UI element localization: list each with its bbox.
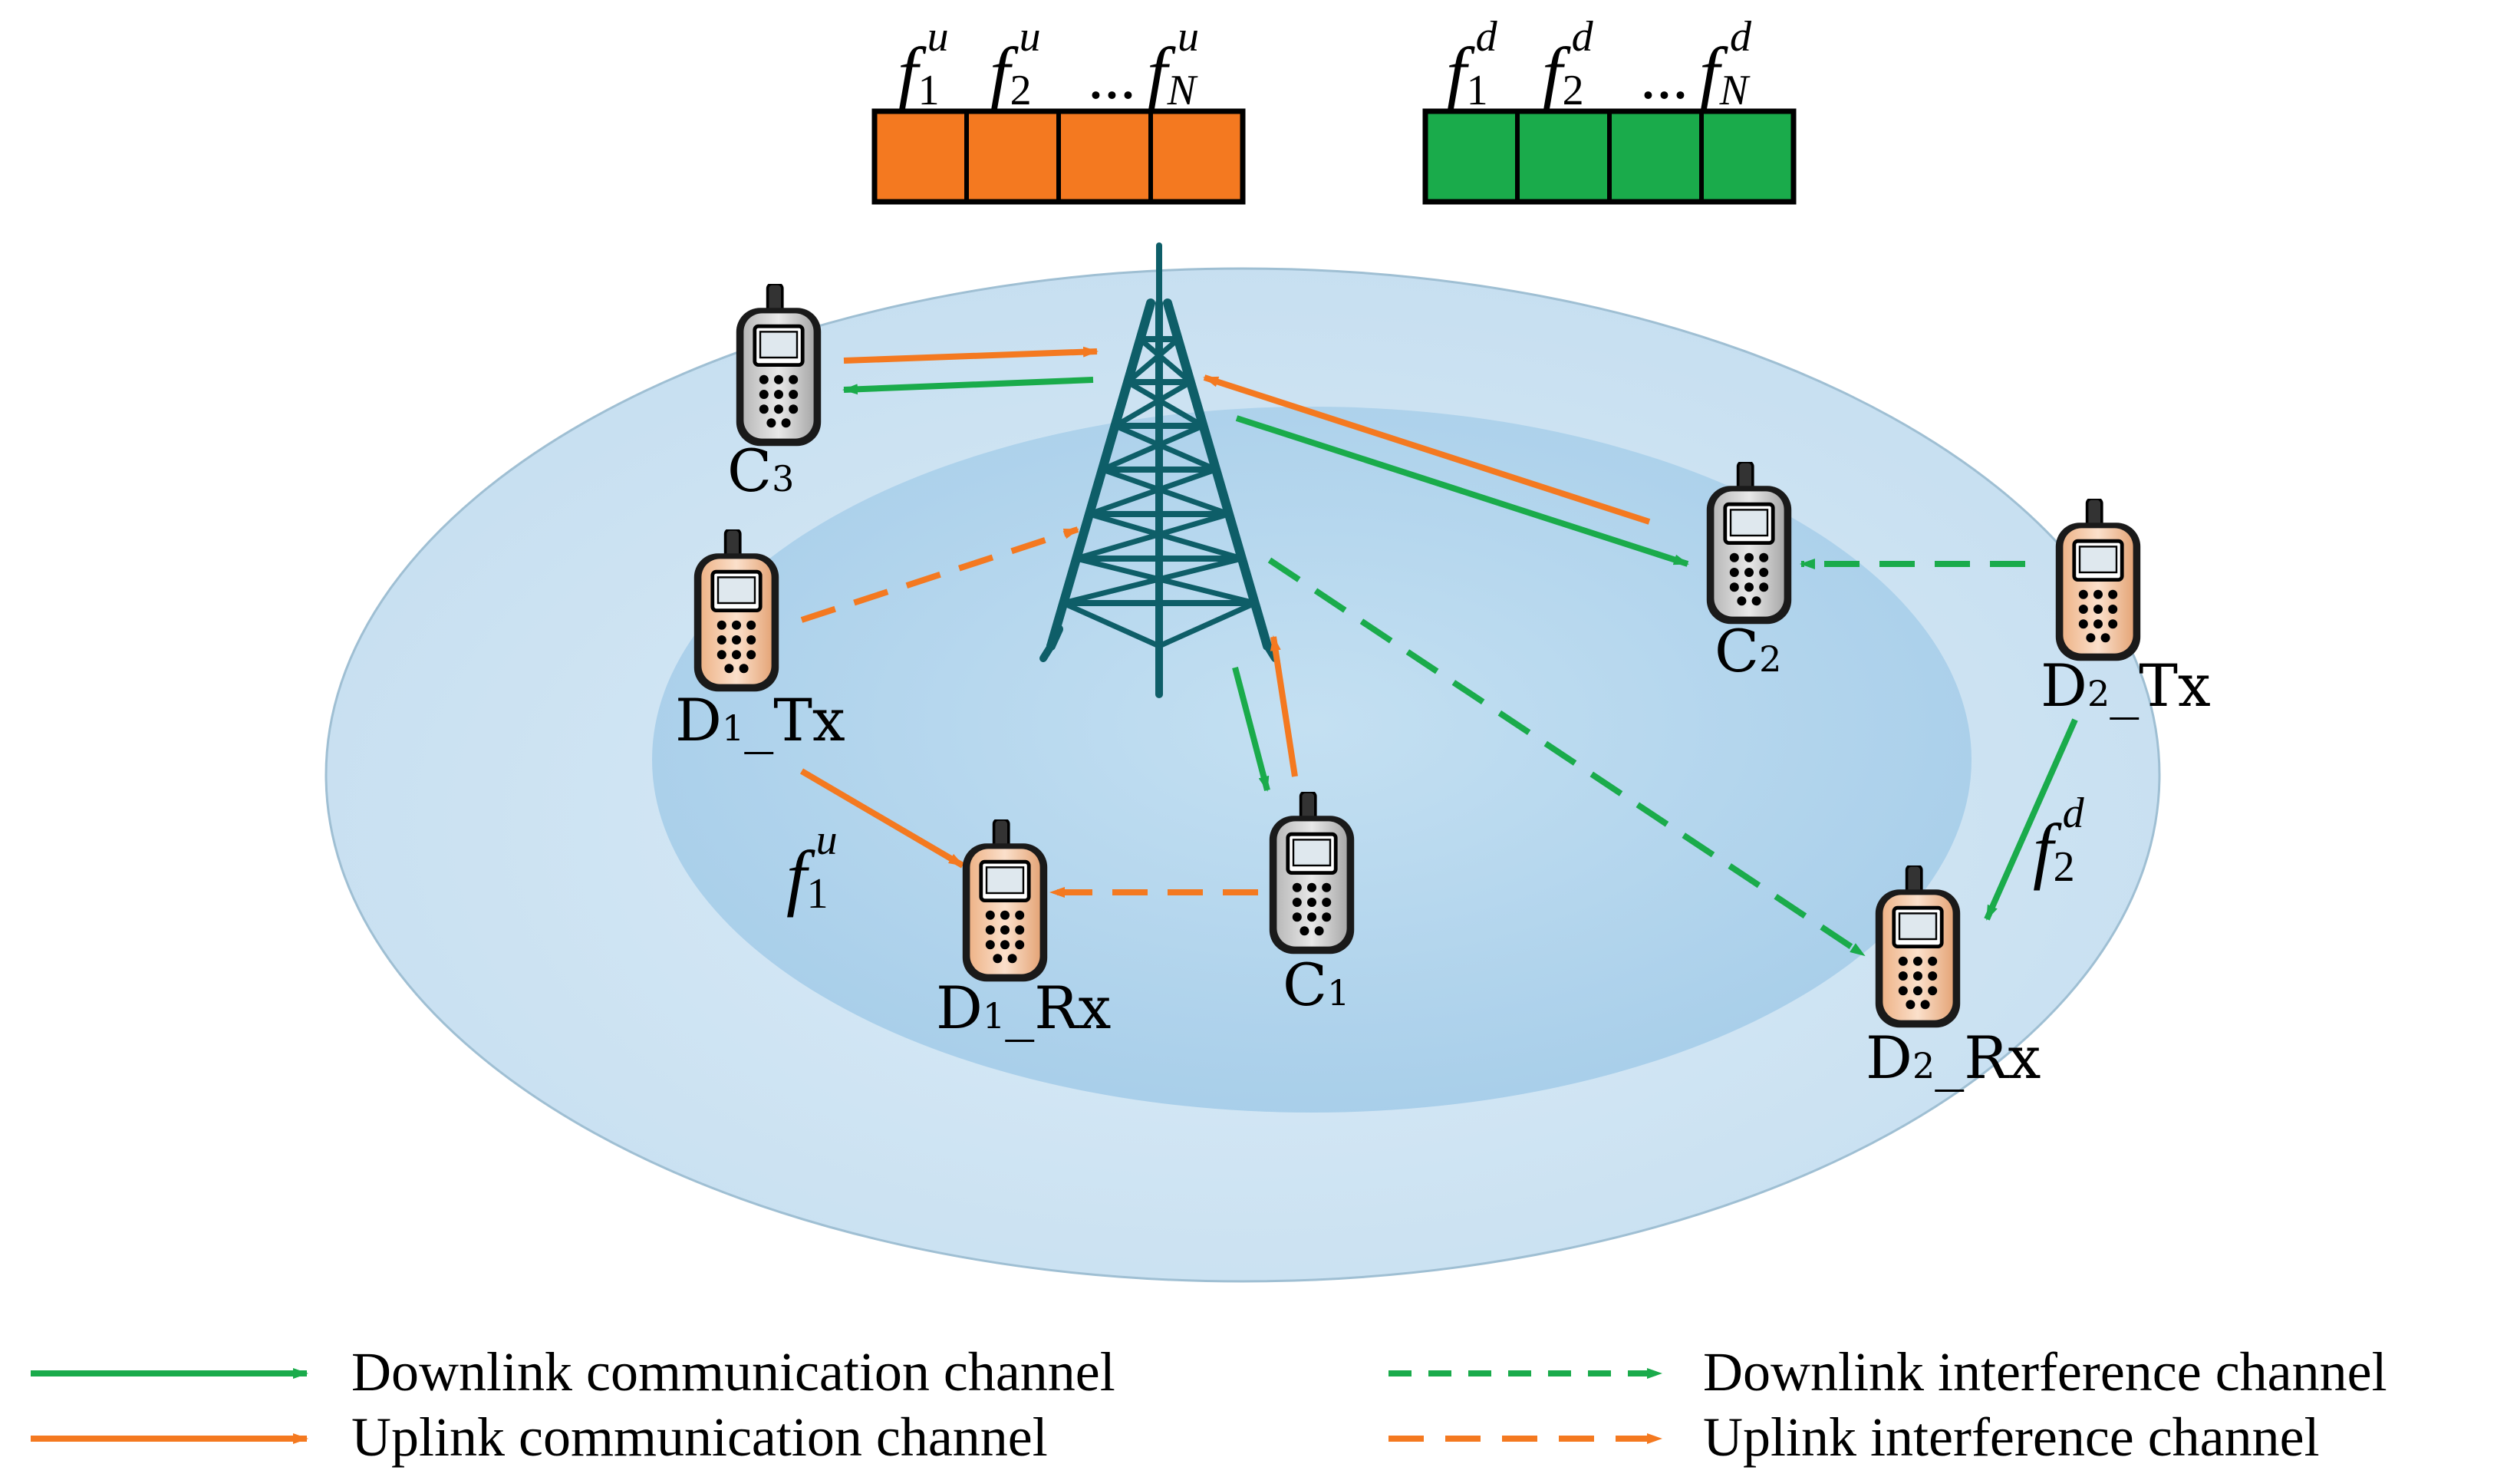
downlink-f1-sup: d — [1476, 13, 1498, 61]
d2-rx-label: D2_Rx — [1866, 1024, 2041, 1092]
svg-text:f1d: f1d — [1446, 13, 1498, 114]
downlink-f1-sub: 1 — [1467, 67, 1488, 114]
legend: Downlink communication channel Uplink co… — [31, 1341, 2387, 1468]
d2-link-frequency-label: f2d — [2033, 790, 2085, 891]
legend-uplink-comm-text: Uplink communication channel — [351, 1406, 1048, 1468]
base-station-tower-icon — [1039, 242, 1279, 698]
c1-uplink-arrow — [1270, 635, 1298, 777]
c1-downlink-arrow — [1232, 666, 1270, 792]
downlink-fn-sub: N — [1719, 67, 1751, 114]
c3-label: C3 — [727, 437, 794, 505]
d2-link-arrow — [1984, 718, 2078, 921]
uplink-f2-sup: u — [1020, 13, 1041, 61]
d2-tx-label: D2_Tx — [2041, 651, 2211, 720]
uplink-fn-sub: N — [1167, 67, 1198, 114]
c1-label: C1 — [1283, 951, 1349, 1019]
downlink-ellipsis: ... — [1642, 41, 1690, 113]
c3-downlink-arrow — [842, 377, 1094, 395]
channels — [799, 346, 2078, 958]
svg-text:f1u: f1u — [898, 13, 949, 114]
uplink-band-labels: f1u f2u ... fNu — [898, 13, 1199, 114]
legend-downlink-comm-text: Downlink communication channel — [351, 1341, 1115, 1403]
downlink-fn-sup: d — [1730, 13, 1752, 61]
bs-to-d2-rx-interference — [1267, 557, 1866, 958]
downlink-f2-sub: 2 — [1563, 67, 1584, 114]
d1-link-arrow — [799, 768, 965, 869]
downlink-band-labels: f1d f2d ... fNd — [1446, 13, 1752, 114]
uplink-f2-sub: 2 — [1010, 67, 1032, 114]
d1-tx-to-bs-interference — [800, 526, 1079, 623]
d2-tx-phone-icon — [2056, 499, 2140, 661]
c3-uplink-arrow — [843, 346, 1099, 364]
d1-tx-label: D1_Tx — [675, 686, 845, 754]
c2-downlink-arrow — [1235, 415, 1689, 567]
legend-downlink-intf-text: Downlink interference channel — [1703, 1341, 2387, 1403]
downlink-band-block — [1422, 108, 1797, 205]
uplink-f1-sub: 1 — [918, 67, 940, 114]
svg-text:fNd: fNd — [1699, 13, 1752, 114]
c2-uplink-arrow — [1203, 374, 1651, 525]
svg-text:f2d: f2d — [1542, 13, 1594, 114]
uplink-ellipsis: ... — [1089, 41, 1138, 113]
uplink-band-block — [871, 108, 1246, 205]
downlink-f2-sup: d — [1572, 13, 1594, 61]
c2-label: C2 — [1715, 617, 1781, 685]
uplink-fn-sup: u — [1178, 13, 1199, 61]
legend-uplink-intf-text: Uplink interference channel — [1703, 1406, 2320, 1468]
uplink-f1-sup: u — [927, 13, 949, 61]
svg-text:f2u: f2u — [990, 13, 1041, 114]
d1-rx-label: D1_Rx — [936, 974, 1111, 1042]
c3-phone-icon — [736, 284, 821, 446]
svg-text:fNu: fNu — [1147, 13, 1199, 114]
